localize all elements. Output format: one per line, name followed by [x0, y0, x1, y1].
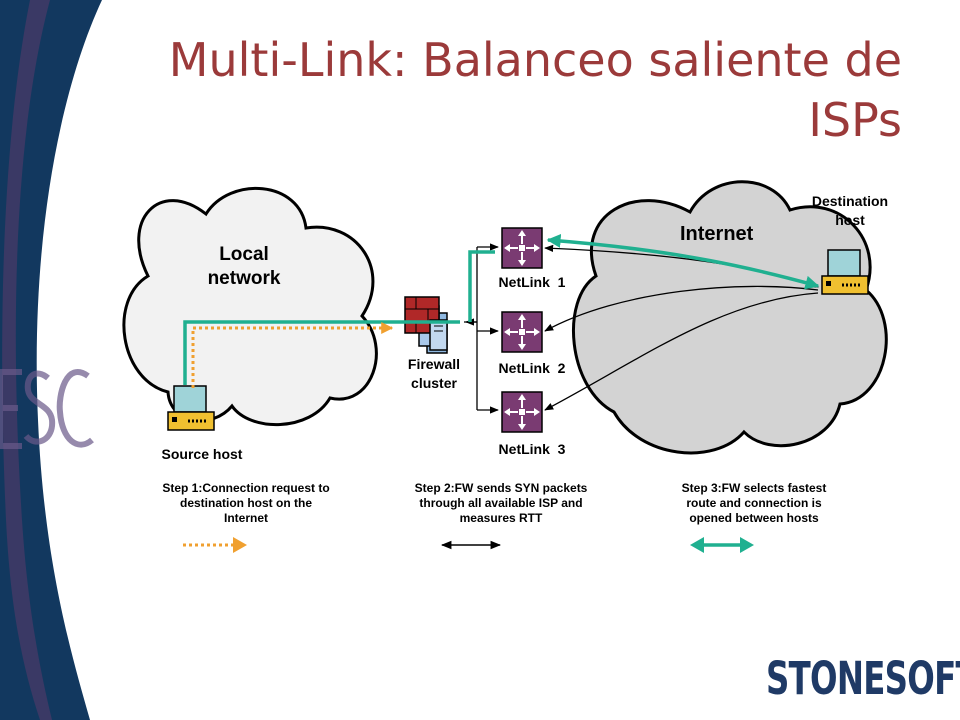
netlink-3-label: NetLink 3 [498, 441, 566, 457]
request-path [191, 322, 394, 388]
sidebar-accent [2, 0, 52, 720]
netlink-1-label: NetLink 1 [498, 274, 566, 290]
firewall-cluster-icon [404, 296, 448, 354]
local-network-label: Local network [207, 244, 281, 289]
step3-caption: Step 3:FW selects fastest route and conn… [681, 481, 827, 525]
netlink-2-label: NetLink 2 [498, 360, 566, 376]
stonesoft-logo: STONESOFT [766, 652, 960, 705]
netlink-2-router-icon [501, 311, 543, 353]
step2-caption: Step 2:FW sends SYN packets through all … [414, 481, 588, 525]
internet-label: Internet [680, 223, 754, 245]
legend-step3-arrow [690, 537, 754, 553]
source-host-label: Source host [161, 446, 243, 462]
destination-host-icon [821, 249, 869, 295]
firewall-cluster-label: Firewall cluster [407, 356, 461, 391]
selected-route-path [183, 233, 820, 385]
sidebar-band [0, 0, 102, 720]
netlink-1-router-icon [501, 227, 543, 269]
netlink-3-router-icon [501, 391, 543, 433]
local-network-cloud [122, 186, 378, 426]
step1-caption: Step 1:Connection request to destination… [162, 481, 330, 525]
slide-title: Multi-Link: Balanceo saliente de ISPs [168, 33, 902, 147]
sidebar-watermark [0, 369, 94, 449]
legend-step1-arrow [183, 537, 247, 553]
destination-host-label: Destination host [811, 193, 889, 228]
source-host-icon [167, 385, 215, 431]
